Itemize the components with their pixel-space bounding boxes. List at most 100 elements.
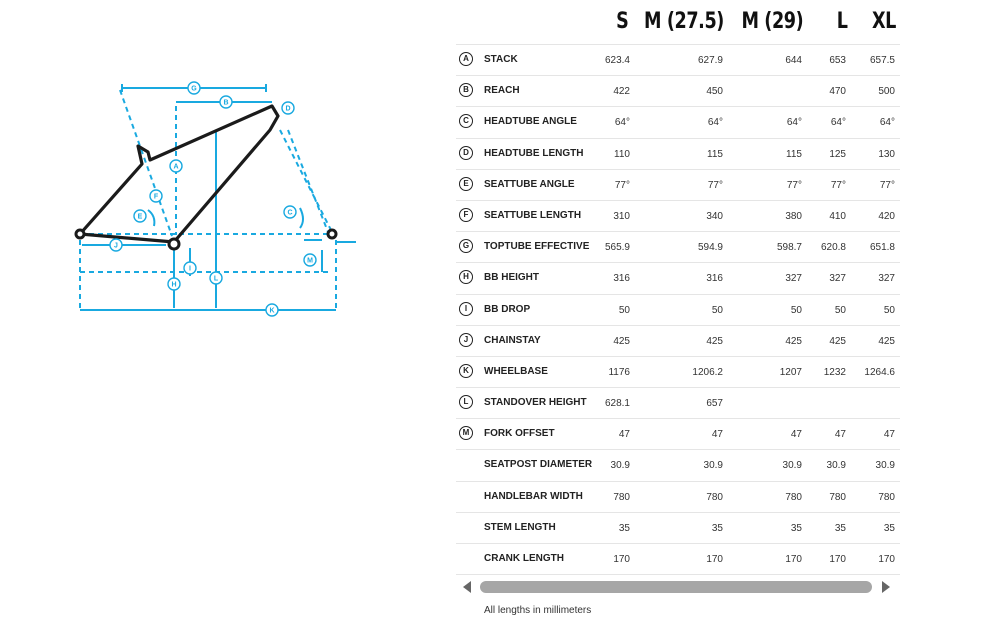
row-badge: C [459, 114, 473, 129]
size-header-row: S M (27.5) M (29) L XL [456, 0, 900, 45]
table-cell: 50 [790, 304, 802, 316]
row-label: SEATTUBE ANGLE [484, 178, 575, 190]
table-cell: 170 [613, 554, 630, 565]
marker-h-label: H [171, 282, 176, 289]
marker-h: H [167, 277, 181, 291]
bike-frame [78, 104, 280, 244]
marker-k-label: K [269, 308, 274, 315]
table-cell: 425 [785, 335, 802, 347]
table-cell: 340 [706, 210, 723, 222]
table-cell: 170 [829, 554, 846, 565]
chevron-left-icon[interactable] [463, 581, 471, 593]
row-badge: H [459, 270, 473, 285]
marker-f: F [149, 189, 163, 203]
table-cell: 310 [613, 210, 630, 222]
horizontal-scrollbar[interactable] [456, 578, 896, 596]
table-cell: 47 [834, 429, 846, 441]
row-label: SEATTUBE LENGTH [484, 209, 582, 221]
table-cell: 130 [878, 148, 895, 160]
size-header-s: S [615, 9, 629, 34]
row-badge: M [459, 426, 473, 441]
table-cell: 77° [707, 179, 723, 191]
table-cell: 50 [618, 304, 630, 316]
marker-f-label: F [154, 194, 159, 201]
table-cell: 77° [879, 179, 895, 191]
table-cell: 651.8 [869, 242, 895, 254]
table-cell: 64° [614, 117, 630, 129]
marker-m-label: M [307, 258, 313, 265]
table-cell: 565.9 [604, 242, 630, 254]
marker-b: B [219, 95, 233, 109]
scrollbar-track[interactable] [480, 581, 872, 593]
footnote: All lengths in millimeters [484, 605, 592, 616]
table-cell: 1176 [608, 366, 630, 378]
table-cell: 620.8 [820, 242, 846, 254]
table-cell: 623.4 [604, 55, 630, 66]
marker-i: I [183, 261, 197, 275]
table-cell: 110 [614, 148, 630, 160]
table-cell: 410 [829, 210, 846, 222]
dim-arc-e [147, 209, 156, 227]
front-axle-icon [326, 228, 338, 240]
row-label: CHAINSTAY [484, 334, 541, 346]
marker-a: A [169, 159, 183, 173]
geometry-diagram: A B C D E F G H [60, 60, 380, 340]
table-cell: 425 [706, 335, 723, 347]
table-cell: 115 [707, 148, 723, 160]
table-cell: 657 [706, 398, 723, 410]
dim-arc-c [299, 207, 304, 229]
row-label: FORK OFFSET [484, 428, 555, 440]
table-cell: 30.9 [703, 460, 723, 472]
table-cell: 470 [829, 86, 846, 98]
table-cell: 30.9 [826, 460, 846, 472]
row-badge: A [459, 52, 473, 66]
size-header-m-29: M (29) [741, 9, 803, 34]
table-cell: 425 [613, 335, 630, 347]
table-cell: 47 [883, 429, 895, 441]
size-header-l: L [837, 9, 848, 34]
dim-line-f [119, 89, 173, 237]
table-cell: 500 [878, 86, 895, 98]
table-cell: 420 [878, 210, 895, 222]
table-cell: 47 [790, 429, 802, 441]
marker-a-label: A [173, 164, 178, 171]
table-cell: 316 [706, 273, 723, 285]
dim-line-fork [287, 129, 329, 233]
table-cell: 780 [706, 491, 723, 503]
table-cell: 35 [834, 522, 846, 534]
marker-j: J [109, 238, 123, 252]
table-cell: 170 [878, 554, 895, 565]
table-cell: 35 [883, 522, 895, 534]
table-cell: 170 [785, 554, 802, 565]
table-cell: 47 [711, 429, 723, 441]
table-cell: 425 [878, 335, 895, 347]
table-cell: 425 [829, 335, 846, 347]
table-cell: 35 [790, 522, 802, 534]
table-cell: 30.9 [610, 460, 630, 472]
chevron-right-icon[interactable] [882, 581, 890, 593]
table-cell: 316 [613, 273, 630, 285]
table-cell: 77° [786, 179, 802, 191]
scrollbar-thumb[interactable] [480, 581, 872, 593]
row-label: REACH [484, 85, 520, 97]
row-badge: L [459, 395, 473, 410]
table-cell: 422 [613, 86, 630, 98]
row-label: WHEELBASE [484, 365, 548, 377]
marker-c-label: C [287, 210, 292, 217]
geometry-diagram-svg: A B C D E F G H [74, 81, 356, 317]
table-cell: 1206.2 [692, 366, 723, 378]
table-cell: 77° [830, 179, 846, 191]
frame-outline [78, 104, 280, 244]
